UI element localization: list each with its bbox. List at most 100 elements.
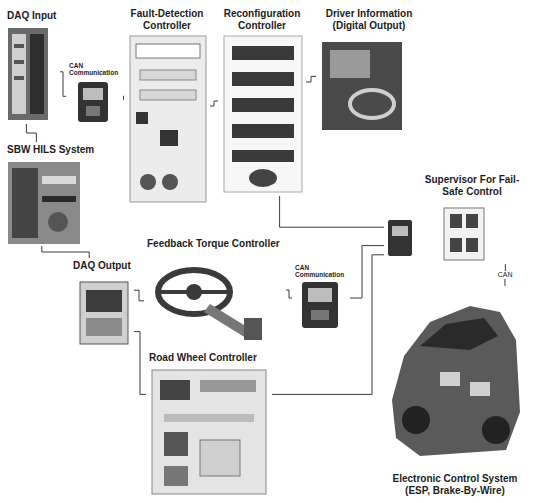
daq-slot: [14, 60, 24, 64]
signal-line: [286, 290, 292, 298]
component-label: DAQ Output: [73, 260, 131, 272]
module-port: [311, 310, 329, 320]
signal-line: [210, 101, 218, 106]
wheel-rim: [158, 270, 230, 314]
daq-slot: [14, 44, 24, 48]
indicator: [140, 174, 156, 190]
module-screen: [308, 288, 332, 302]
daq-photo: [8, 28, 48, 120]
chip: [164, 432, 188, 456]
can-module-picture: [302, 282, 338, 328]
chip: [160, 380, 190, 400]
signal-line: [42, 246, 89, 258]
reconfiguration-panel: [224, 36, 302, 192]
driver-info-picture: [322, 42, 402, 130]
daq-panel: [12, 34, 26, 114]
block: [136, 44, 200, 58]
block: [160, 130, 178, 146]
bar: [232, 72, 294, 86]
edge-label: CAN: [496, 271, 515, 279]
component-node: Feedback Torque Controller: [144, 236, 286, 344]
fault-detection-panel: [130, 36, 206, 202]
wheel-icon: [466, 238, 478, 252]
car-unit: [470, 382, 490, 396]
panel: [130, 36, 206, 202]
component-node: CAN Communication: [66, 60, 123, 126]
component-node: Reconfiguration Controller: [218, 6, 306, 196]
block: [140, 70, 196, 80]
bar: [232, 98, 294, 112]
chip: [200, 380, 256, 392]
panel: [224, 36, 302, 192]
component-node: SBW HILS System: [4, 142, 112, 246]
block: [140, 90, 196, 100]
wheel-spoke: [158, 290, 230, 294]
cockpit-photo: [322, 42, 402, 130]
module-front: [86, 290, 122, 312]
wheel-icon: [466, 214, 478, 228]
wheel-icon: [450, 214, 462, 228]
hils-rack: [12, 168, 38, 238]
module-body: [302, 282, 338, 328]
button: [249, 169, 277, 187]
bar: [232, 150, 294, 162]
supervisor-picture: [388, 208, 484, 260]
steering: [350, 90, 394, 118]
component-label: SBW HILS System: [7, 144, 109, 156]
bar: [232, 46, 294, 60]
module-panel: [444, 208, 484, 260]
hils-picture: [8, 162, 80, 244]
road-wheel-board: [152, 370, 266, 494]
chip: [200, 440, 240, 476]
signal-line: [134, 290, 144, 301]
component-node: Electronic Control System (ESP, Brake-By…: [380, 286, 530, 498]
component-label: DAQ Input: [7, 10, 57, 22]
signal-line: [26, 124, 36, 142]
chip: [164, 466, 188, 486]
component-label: Supervisor For Fail-Safe Control: [415, 174, 529, 197]
car-wheel: [402, 406, 430, 434]
signal-line: [60, 72, 66, 97]
component-label: CAN Communication: [295, 264, 347, 279]
display: [330, 50, 370, 78]
steering-wheel-picture: [158, 270, 262, 340]
signal-line: [123, 96, 124, 100]
chip: [164, 414, 254, 422]
component-node: Fault-Detection Controller: [124, 6, 210, 206]
signal-line: [306, 76, 316, 82]
module-port: [86, 106, 100, 116]
component-node: DAQ Input: [4, 8, 60, 124]
hils-part: [42, 196, 76, 202]
can-module-picture: [78, 82, 108, 122]
component-node: Driver Information (Digital Output): [316, 6, 422, 134]
indicator: [162, 174, 178, 190]
signal-line: [350, 246, 384, 298]
car-wheel: [482, 416, 510, 444]
module-body: [78, 82, 108, 122]
component-label: Driver Information (Digital Output): [319, 8, 419, 31]
module-screen: [392, 226, 408, 236]
component-label: Electronic Control System (ESP, Brake-By…: [383, 473, 527, 496]
component-node: Supervisor For Fail-Safe Control: [384, 172, 532, 264]
component-label: Fault-Detection Controller: [127, 8, 207, 31]
component-label: Feedback Torque Controller: [147, 238, 283, 250]
component-label: Road Wheel Controller: [149, 352, 269, 364]
component-label: CAN Communication: [69, 62, 120, 77]
car-unit: [440, 372, 460, 386]
board: [152, 370, 266, 494]
component-node: Road Wheel Controller: [146, 350, 272, 498]
hils-part: [42, 176, 76, 184]
module-screen: [83, 88, 103, 100]
module-body: [388, 220, 412, 256]
daq-output-picture: [80, 282, 128, 344]
hils-photo: [8, 162, 80, 244]
daq-slot: [14, 76, 24, 80]
component-node: CAN Communication: [292, 262, 350, 334]
component-node: DAQ Output: [70, 258, 134, 350]
block: [136, 112, 148, 124]
bar: [232, 124, 294, 138]
signal-line: [280, 196, 384, 227]
wheel-icon: [450, 238, 462, 252]
